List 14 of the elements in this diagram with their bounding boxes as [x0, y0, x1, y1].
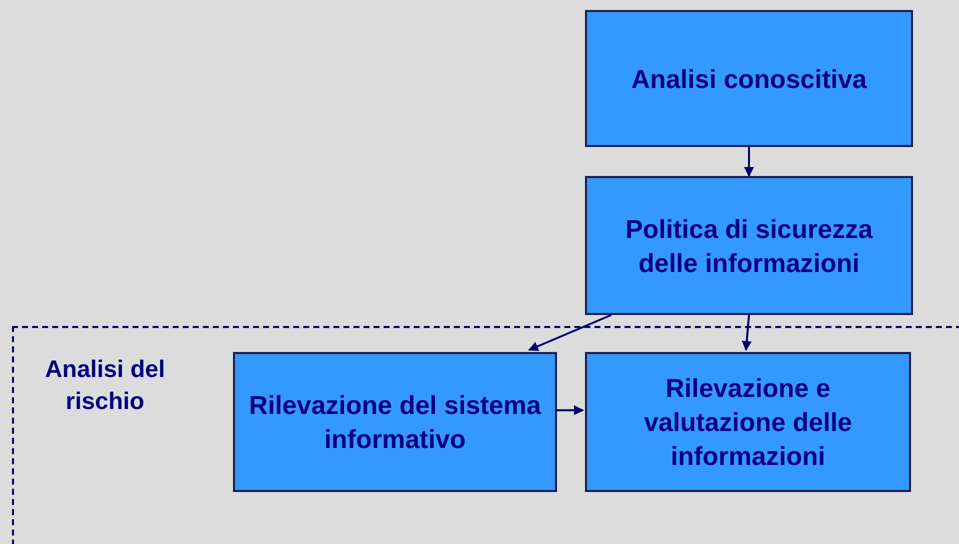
process-box: [585, 352, 911, 492]
box-label: Rilevazione del sistema informativo: [248, 389, 542, 456]
arrow: [528, 314, 612, 352]
dashed-region: [12, 326, 959, 544]
arrow: [555, 405, 584, 416]
region-label: Analisi del rischio: [44, 355, 166, 417]
box-label: Analisi conoscitiva: [631, 62, 867, 96]
arrow: [744, 147, 754, 177]
box-label: Politica di sicurezza delle informazioni: [624, 212, 874, 280]
arrow: [742, 314, 752, 351]
process-box: [585, 10, 913, 147]
box-label: Rilevazione e valutazione delle informazioni: [642, 372, 854, 473]
process-box: [585, 176, 913, 315]
process-box: [233, 352, 557, 492]
